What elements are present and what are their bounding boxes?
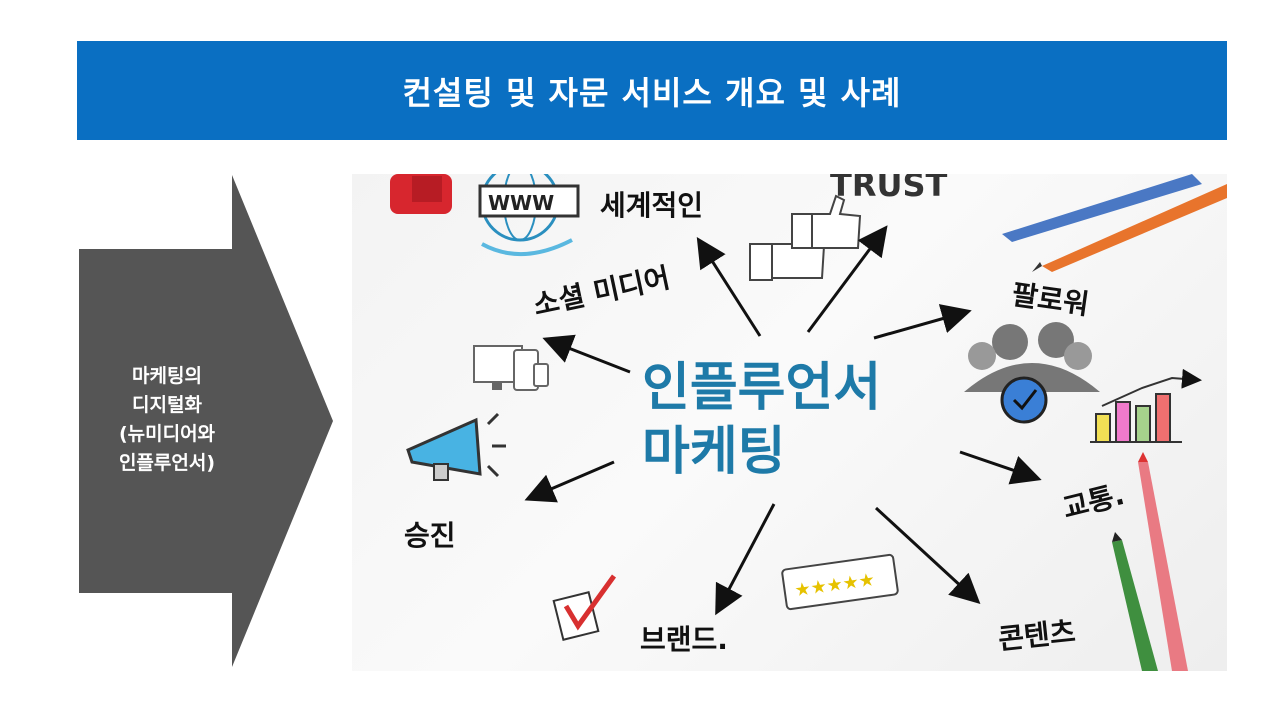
center-title-line: 인플루언서 xyxy=(642,358,882,418)
arrows xyxy=(524,225,1042,616)
arrow-label: 마케팅의 디지털화 (뉴미디어와 인플루언서) xyxy=(92,362,242,478)
sketch-graphics: WWW TRUST xyxy=(390,174,1227,671)
influencer-marketing-image: WWW TRUST xyxy=(352,174,1227,671)
trust-text: TRUST xyxy=(830,174,948,204)
center-title-line: 마케팅 xyxy=(642,422,786,482)
label-global: 세계적인 xyxy=(600,189,704,222)
red-sharpener-icon xyxy=(390,174,452,214)
checkbox-icon xyxy=(552,574,617,641)
label-promotion: 승진 xyxy=(404,519,456,552)
bar-chart-icon xyxy=(1090,368,1202,443)
pencils-top-right xyxy=(1002,174,1227,272)
thumbs-up-icon xyxy=(749,194,862,281)
title-banner: 컨설팅 및 자문 서비스 개요 및 사례 xyxy=(77,41,1227,140)
www-text: WWW xyxy=(488,191,554,215)
center-title: 인플루언서 마케팅 xyxy=(642,356,881,484)
label-brand: 브랜드. xyxy=(640,623,728,656)
arrow-label-line: 디지털화 xyxy=(132,394,202,416)
arrow-label-line: 마케팅의 xyxy=(132,365,202,387)
label-content: 콘텐츠 xyxy=(996,615,1077,656)
megaphone-icon xyxy=(406,412,506,481)
people-group-icon xyxy=(964,322,1100,424)
devices-icon xyxy=(473,345,549,391)
chevron-arrow-shape xyxy=(79,175,333,667)
pencils-right xyxy=(1112,452,1188,671)
star-rating-icon: ★★★★★ xyxy=(781,553,899,611)
slide-title: 컨설팅 및 자문 서비스 개요 및 사례 xyxy=(402,73,902,112)
arrow-label-line: (뉴미디어와 xyxy=(118,423,216,445)
globe-www-icon xyxy=(478,174,580,256)
arrow-label-line: 인플루언서) xyxy=(118,452,216,474)
